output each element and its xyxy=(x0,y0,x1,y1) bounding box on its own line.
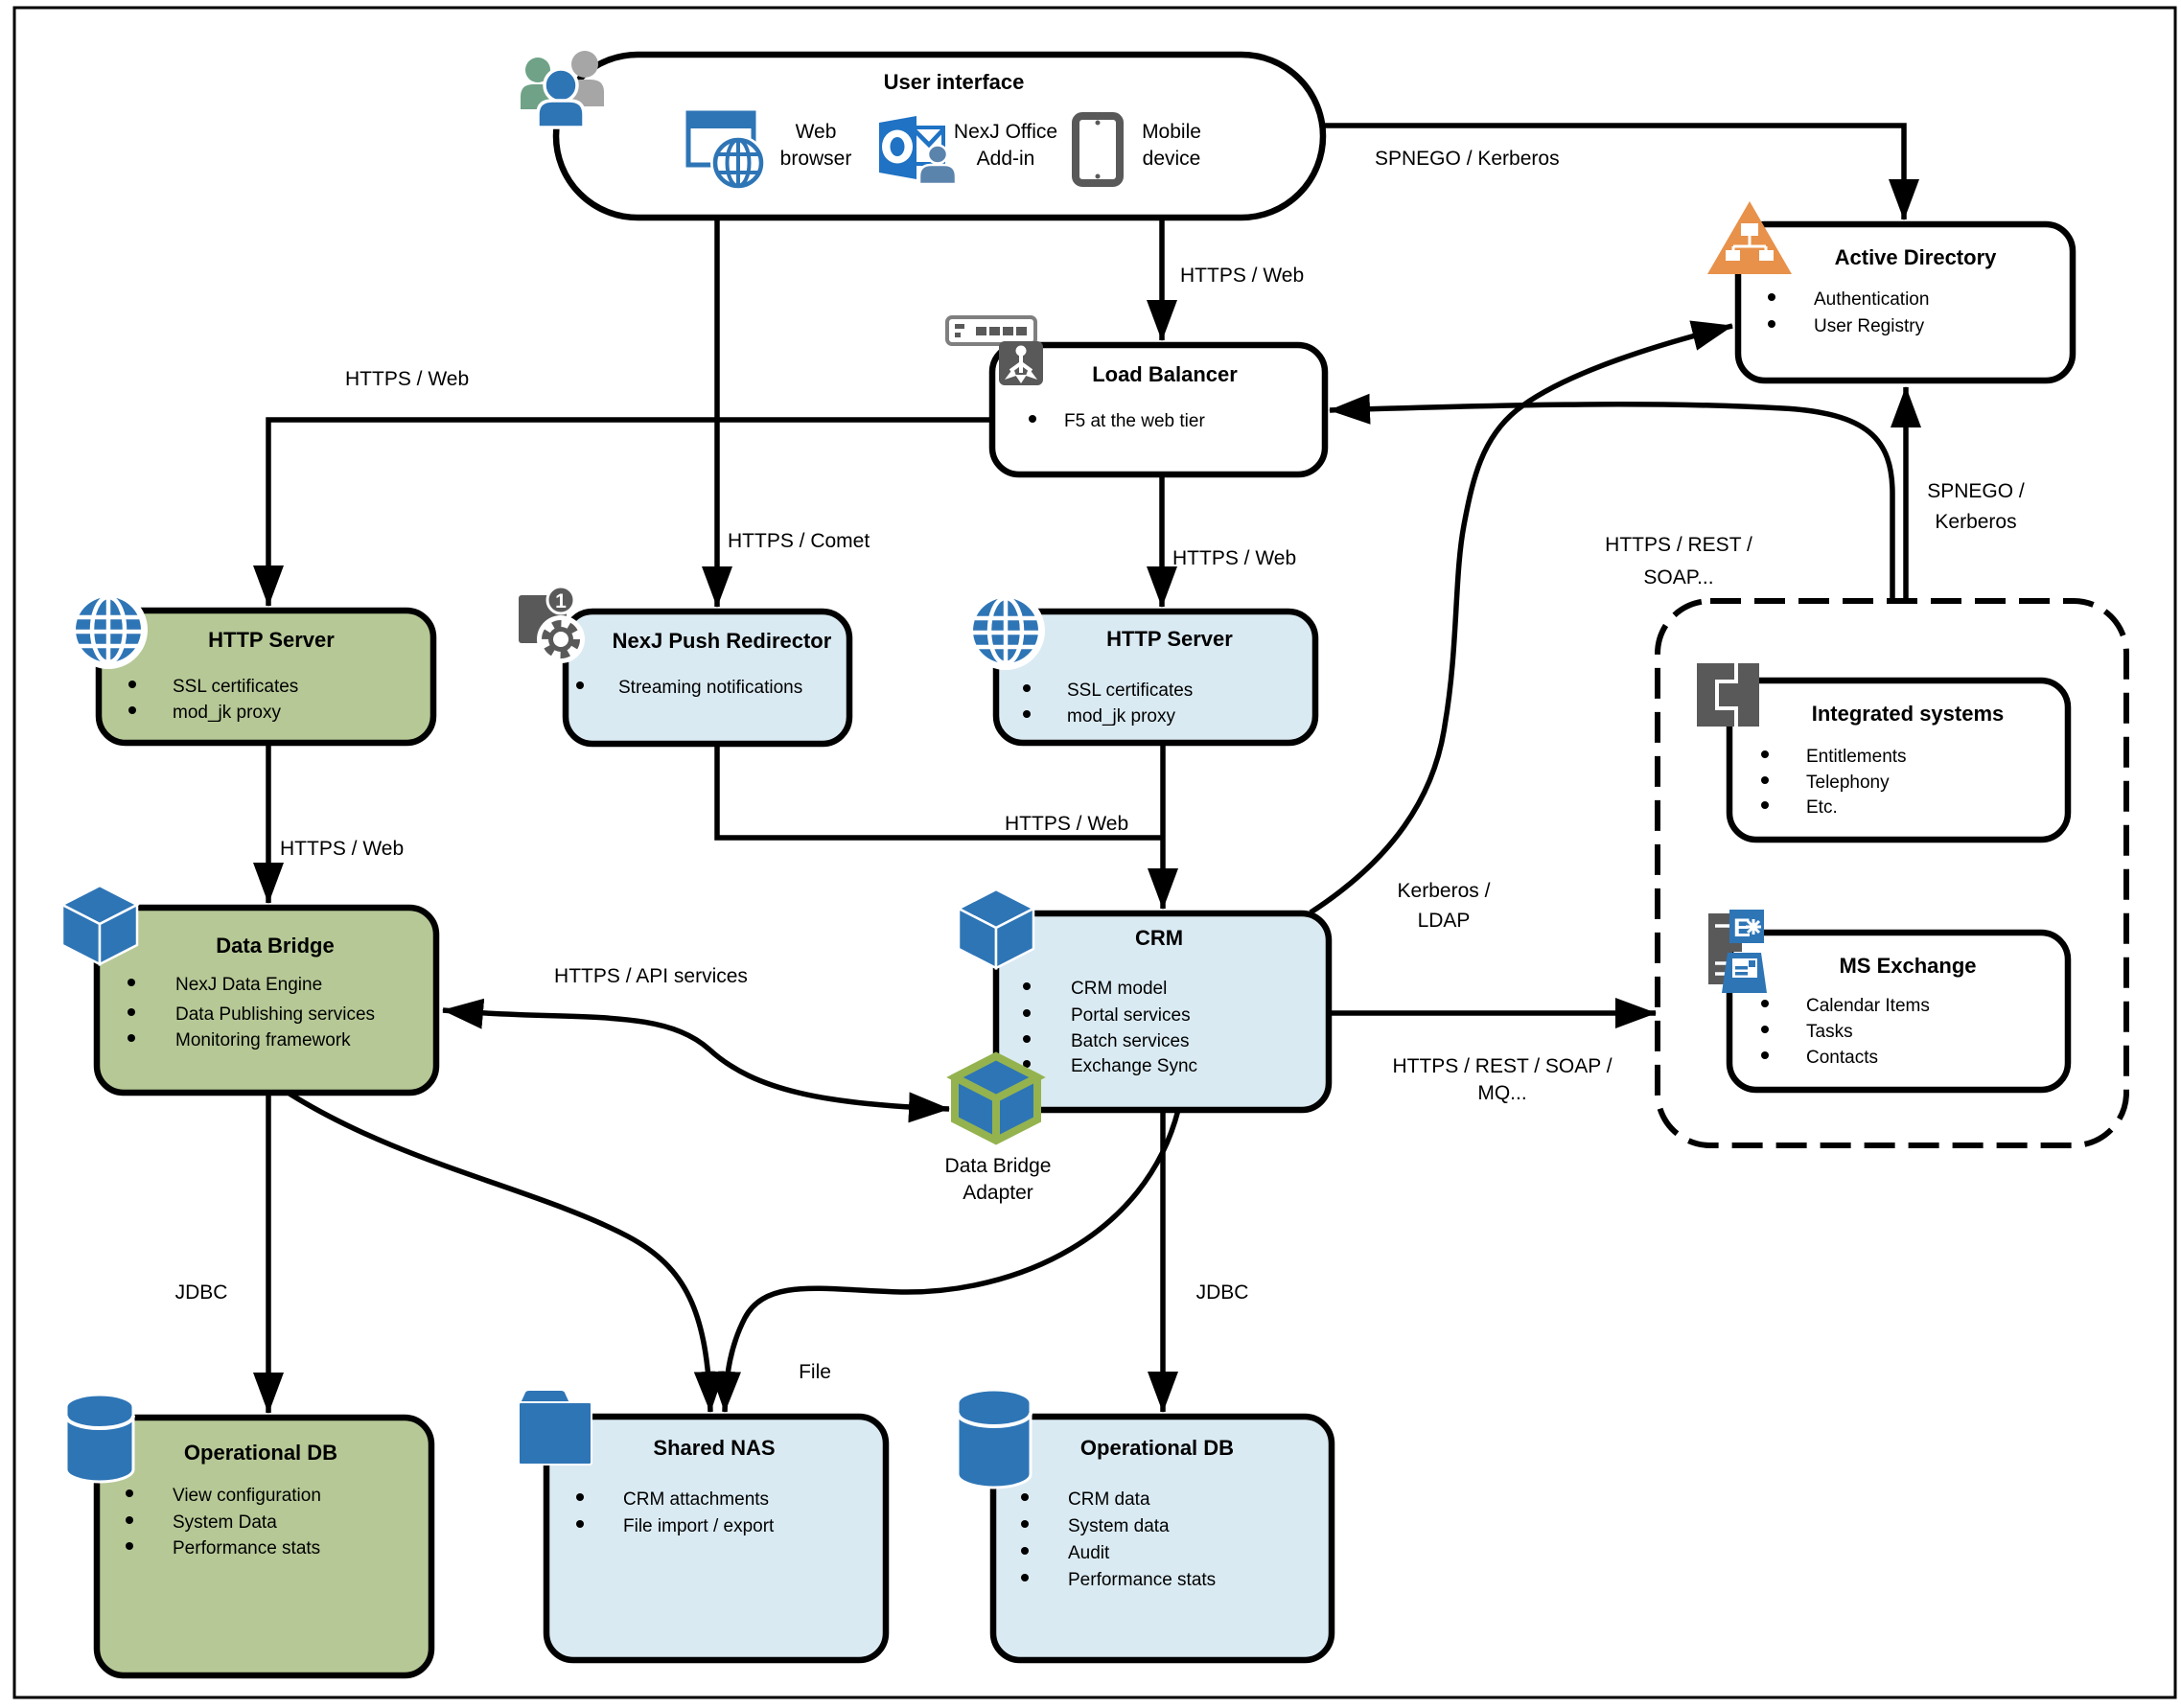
svg-text:File: File xyxy=(799,1361,831,1383)
svg-text:View configuration: View configuration xyxy=(173,1486,321,1506)
svg-text:HTTPS / API services: HTTPS / API services xyxy=(554,965,748,987)
svg-text:Mobile: Mobile xyxy=(1142,121,1201,143)
svg-text:Batch services: Batch services xyxy=(1071,1031,1190,1051)
svg-text:Load Balancer: Load Balancer xyxy=(1092,362,1238,386)
svg-text:Authentication: Authentication xyxy=(1814,289,1929,310)
svg-text:mod_jk proxy: mod_jk proxy xyxy=(1067,706,1175,727)
svg-text:1: 1 xyxy=(555,590,567,612)
svg-text:Data Bridge: Data Bridge xyxy=(216,934,334,958)
svg-text:HTTPS / Comet: HTTPS / Comet xyxy=(728,530,870,552)
svg-text:E: E xyxy=(1733,913,1751,942)
svg-text:Streaming notifications: Streaming notifications xyxy=(618,678,802,698)
svg-text:User interface: User interface xyxy=(884,70,1025,94)
svg-text:CRM data: CRM data xyxy=(1068,1489,1150,1510)
svg-text:Tasks: Tasks xyxy=(1806,1022,1853,1042)
svg-text:SPNEGO / Kerberos: SPNEGO / Kerberos xyxy=(1375,148,1560,170)
svg-text:CRM: CRM xyxy=(1135,926,1183,950)
svg-text:User Registry: User Registry xyxy=(1814,316,1925,336)
svg-text:JDBC: JDBC xyxy=(175,1281,228,1304)
svg-text:Exchange Sync: Exchange Sync xyxy=(1071,1056,1197,1076)
svg-text:Data Bridge: Data Bridge xyxy=(945,1155,1052,1177)
svg-text:NexJ Office: NexJ Office xyxy=(954,121,1057,143)
svg-text:Audit: Audit xyxy=(1068,1543,1110,1563)
svg-text:Shared NAS: Shared NAS xyxy=(653,1436,775,1460)
svg-text:HTTPS / Web: HTTPS / Web xyxy=(1180,265,1304,287)
svg-text:Entitlements: Entitlements xyxy=(1806,747,1907,767)
svg-text:NexJ Push Redirector: NexJ Push Redirector xyxy=(613,629,832,653)
svg-text:MQ...: MQ... xyxy=(1477,1082,1526,1104)
svg-text:HTTP Server: HTTP Server xyxy=(208,628,335,652)
svg-text:device: device xyxy=(1143,148,1201,170)
svg-text:Add-in: Add-in xyxy=(977,148,1035,170)
svg-text:Data Publishing services: Data Publishing services xyxy=(175,1004,375,1025)
svg-text:File import / export: File import / export xyxy=(623,1516,775,1536)
svg-text:HTTPS / REST / SOAP /: HTTPS / REST / SOAP / xyxy=(1392,1055,1612,1077)
svg-text:Web: Web xyxy=(796,121,837,143)
svg-text:SSL certificates: SSL certificates xyxy=(1067,681,1193,701)
svg-text:browser: browser xyxy=(780,148,852,170)
svg-text:CRM attachments: CRM attachments xyxy=(623,1489,769,1510)
svg-text:JDBC: JDBC xyxy=(1196,1281,1249,1304)
svg-text:SSL certificates: SSL certificates xyxy=(173,677,298,697)
svg-text:HTTPS / REST /: HTTPS / REST / xyxy=(1605,534,1752,556)
svg-text:System data: System data xyxy=(1068,1516,1170,1536)
svg-text:Telephony: Telephony xyxy=(1806,773,1890,793)
svg-text:MS Exchange: MS Exchange xyxy=(1839,954,1976,978)
svg-text:HTTPS / Web: HTTPS / Web xyxy=(1172,547,1296,569)
svg-text:Etc.: Etc. xyxy=(1806,797,1838,818)
svg-text:Adapter: Adapter xyxy=(963,1182,1033,1204)
svg-text:HTTP Server: HTTP Server xyxy=(1106,627,1233,651)
svg-text:Portal services: Portal services xyxy=(1071,1005,1191,1026)
svg-text:SOAP...: SOAP... xyxy=(1643,566,1713,589)
svg-text:Integrated systems: Integrated systems xyxy=(1812,702,2005,726)
svg-text:HTTPS / Web: HTTPS / Web xyxy=(345,368,469,390)
svg-text:mod_jk proxy: mod_jk proxy xyxy=(173,703,281,723)
svg-text:Active Directory: Active Directory xyxy=(1835,245,1998,269)
svg-text:Calendar Items: Calendar Items xyxy=(1806,996,1930,1016)
svg-text:NexJ Data Engine: NexJ Data Engine xyxy=(175,975,322,995)
svg-text:Performance stats: Performance stats xyxy=(173,1538,320,1558)
svg-text:HTTPS / Web: HTTPS / Web xyxy=(1005,813,1128,835)
svg-text:Monitoring framework: Monitoring framework xyxy=(175,1030,351,1050)
svg-text:Kerberos: Kerberos xyxy=(1935,511,2016,533)
svg-text:Performance stats: Performance stats xyxy=(1068,1570,1216,1590)
svg-text:Operational DB: Operational DB xyxy=(184,1441,337,1465)
svg-text:LDAP: LDAP xyxy=(1418,910,1471,932)
svg-text:System Data: System Data xyxy=(173,1512,277,1533)
svg-text:F5 at the web tier: F5 at the web tier xyxy=(1064,411,1205,431)
svg-text:CRM model: CRM model xyxy=(1071,979,1167,999)
svg-text:Operational DB: Operational DB xyxy=(1080,1436,1234,1460)
svg-text:HTTPS / Web: HTTPS / Web xyxy=(280,838,404,860)
svg-text:Kerberos /: Kerberos / xyxy=(1398,880,1491,902)
svg-text:SPNEGO /: SPNEGO / xyxy=(1927,480,2025,502)
svg-text:Contacts: Contacts xyxy=(1806,1048,1878,1068)
